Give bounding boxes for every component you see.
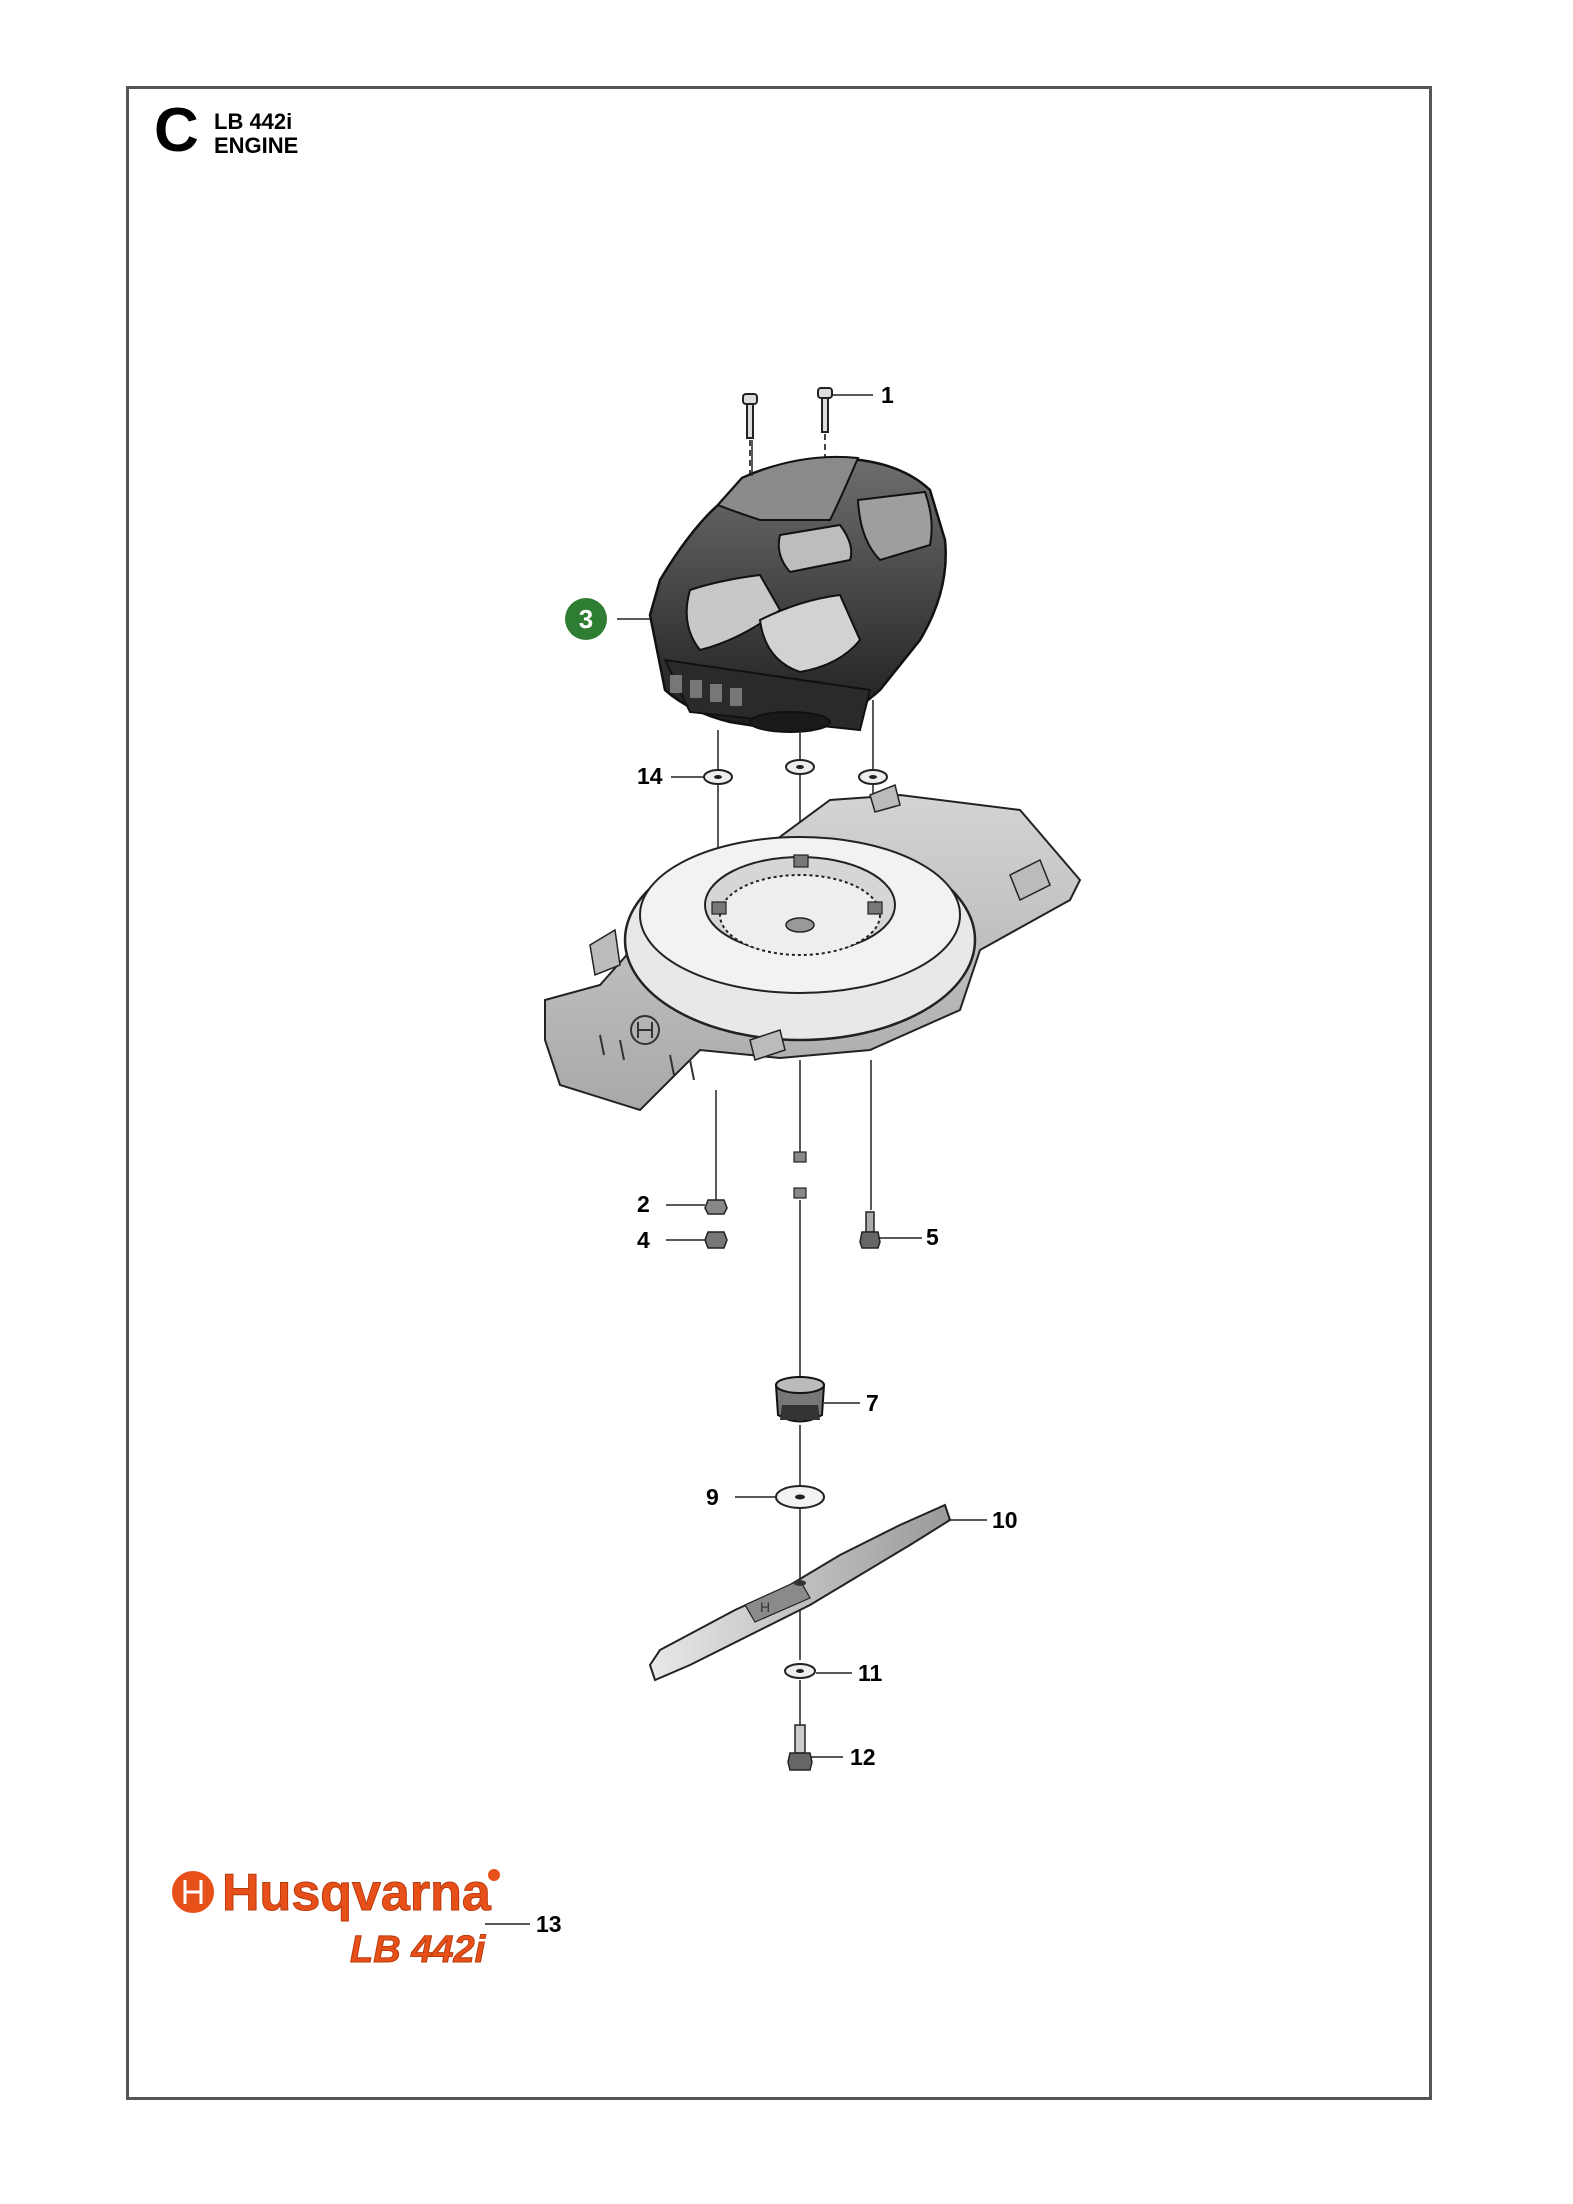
section-letter: C xyxy=(154,96,199,165)
callout-9[interactable]: 9 xyxy=(706,1484,719,1510)
engine-cover-part-3 xyxy=(648,455,947,733)
section-title: LB 442i ENGINE xyxy=(214,110,298,158)
washer-part-9 xyxy=(775,1485,825,1509)
callout-4[interactable]: 4 xyxy=(637,1227,650,1253)
callout-7[interactable]: 7 xyxy=(866,1390,879,1416)
washer-part-14-right xyxy=(858,769,888,785)
callout-3[interactable]: 3 xyxy=(579,604,593,634)
crown-h-icon xyxy=(183,1880,203,1904)
washer-part-14-left xyxy=(703,769,733,785)
decal-model-text: LB 442i xyxy=(350,1929,487,1971)
callout-13[interactable]: 13 xyxy=(536,1911,562,1937)
blade-adapter-part-7 xyxy=(774,1376,826,1423)
group-name: ENGINE xyxy=(214,133,299,158)
bolt-part-5 xyxy=(859,1211,881,1249)
husqvarna-logo-icon xyxy=(170,1869,216,1915)
mower-deck xyxy=(544,783,1082,1112)
callout-3-highlight[interactable]: 3 xyxy=(565,598,607,640)
callout-12[interactable]: 12 xyxy=(850,1744,876,1770)
assembly-axis-lines-lower xyxy=(715,1060,872,1725)
callout-10[interactable]: 10 xyxy=(992,1507,1018,1533)
washer-part-14-center xyxy=(785,759,815,775)
callout-leaders xyxy=(485,394,987,1925)
callout-11[interactable]: 11 xyxy=(858,1660,883,1686)
screw-part-1-left xyxy=(742,393,758,476)
nut-part-2 xyxy=(704,1199,728,1215)
nut-center-upper xyxy=(793,1151,807,1199)
page-frame xyxy=(126,86,1432,2100)
model-name: LB 442i xyxy=(214,109,293,134)
nut-part-4 xyxy=(704,1231,728,1249)
callout-1[interactable]: 1 xyxy=(881,382,894,408)
callout-14[interactable]: 14 xyxy=(637,763,663,789)
washer-part-11 xyxy=(784,1663,816,1679)
bolt-part-12 xyxy=(787,1724,813,1771)
callout-2[interactable]: 2 xyxy=(637,1191,650,1217)
decal-brand-text: Husqvarna xyxy=(222,1864,492,1922)
husqvarna-decal-part-13: Husqvarna LB 442i xyxy=(170,1864,500,1972)
callout-5[interactable]: 5 xyxy=(926,1224,939,1250)
svg-text:H: H xyxy=(760,1599,770,1615)
deck-husqvarna-emblem-icon xyxy=(630,1015,660,1045)
